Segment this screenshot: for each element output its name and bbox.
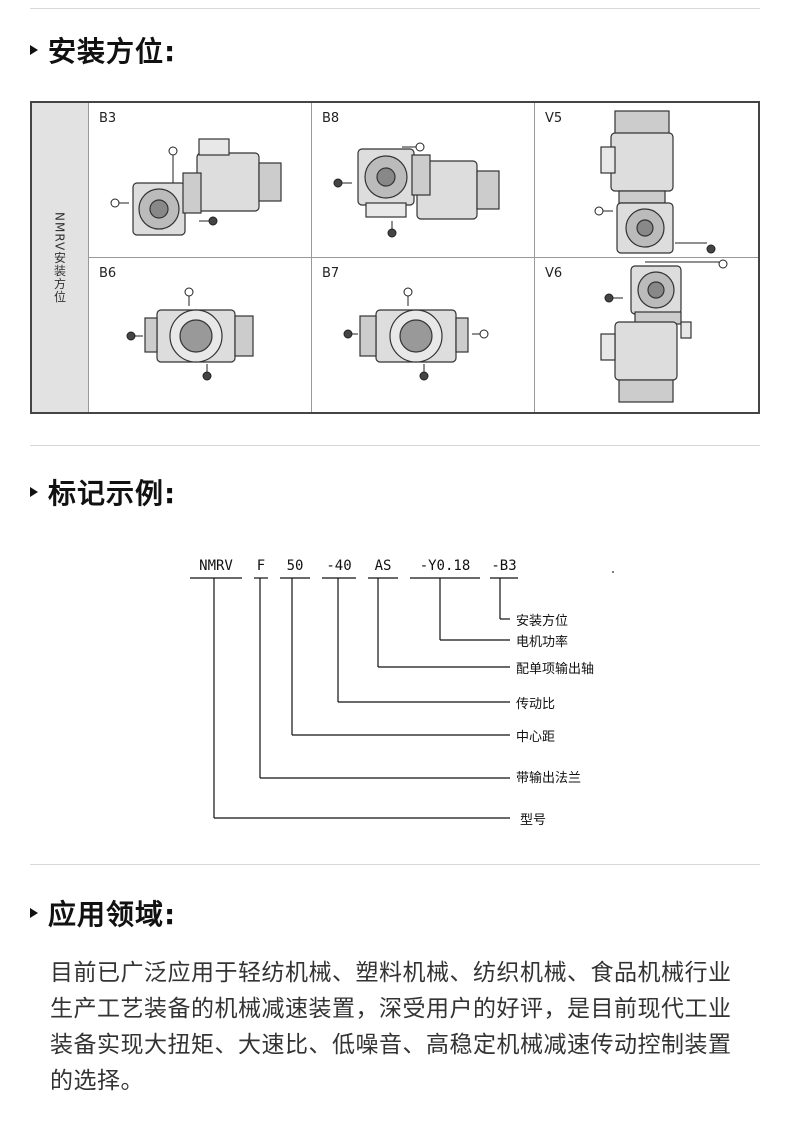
mounting-table: NMRV安装方位 B3 <box>30 101 760 414</box>
mounting-divider <box>30 445 760 446</box>
gearmotor-b8-drawing <box>333 142 500 238</box>
code-mounting: -B3 <box>491 558 517 574</box>
gearmotor-v5-drawing <box>594 110 716 254</box>
code-center-distance: 50 <box>286 558 304 574</box>
desc-ratio: 传动比 <box>516 697 556 712</box>
application-paragraph: 目前已广泛应用于轻纺机械、塑料机械、纺织机械、食品机械行业生产工艺装备的机械减速… <box>50 960 732 1094</box>
gearmotor-v6-drawing <box>600 259 728 403</box>
desc-flange: 带输出法兰 <box>516 771 582 786</box>
mount-label: V5 <box>545 111 563 126</box>
gearmotor-b6-drawing <box>126 287 254 380</box>
mounting-side-label: NMRV安装方位 <box>32 103 89 412</box>
code-motor-power: -Y0.18 <box>419 558 471 574</box>
mount-cell-b6: B6 <box>89 257 312 412</box>
desc-shaft: 配单项输出轴 <box>516 662 595 677</box>
mount-cell-b3: B3 <box>89 103 312 258</box>
code-ratio: -40 <box>326 558 352 574</box>
mount-label: B8 <box>322 111 340 126</box>
mount-cell-b8: B8 <box>312 103 535 258</box>
model-code-tree <box>190 571 614 819</box>
mount-label: V6 <box>545 265 563 281</box>
desc-center-distance: 中心距 <box>516 730 556 745</box>
gearmotor-b7-drawing <box>343 287 489 380</box>
mount-cell-v6: V6 <box>535 257 758 412</box>
mounting-grid: B3 B8 <box>89 103 758 412</box>
code-flange: F <box>256 558 266 574</box>
desc-mounting: 安装方位 <box>516 614 569 629</box>
marking-section-title: 标记示例: <box>30 472 176 512</box>
triangle-bullet-icon <box>30 45 38 55</box>
desc-motor-power: 电机功率 <box>516 635 569 650</box>
triangle-bullet-icon <box>30 487 38 497</box>
marking-divider <box>30 864 760 865</box>
desc-model: 型号 <box>520 813 547 828</box>
mount-label: B7 <box>322 265 340 281</box>
mount-label: B3 <box>99 111 117 126</box>
application-section-title: 应用领域: <box>30 893 176 933</box>
mount-cell-v5: V5 <box>535 103 758 258</box>
mount-cell-b7: B7 <box>312 257 535 412</box>
gearmotor-b3-drawing <box>110 138 282 236</box>
mount-label: B6 <box>99 265 117 281</box>
top-divider <box>30 8 760 9</box>
triangle-bullet-icon <box>30 908 38 918</box>
code-shaft: AS <box>374 558 392 574</box>
mounting-section-title: 安装方位: <box>30 30 176 70</box>
code-model: NMRV <box>199 558 233 574</box>
